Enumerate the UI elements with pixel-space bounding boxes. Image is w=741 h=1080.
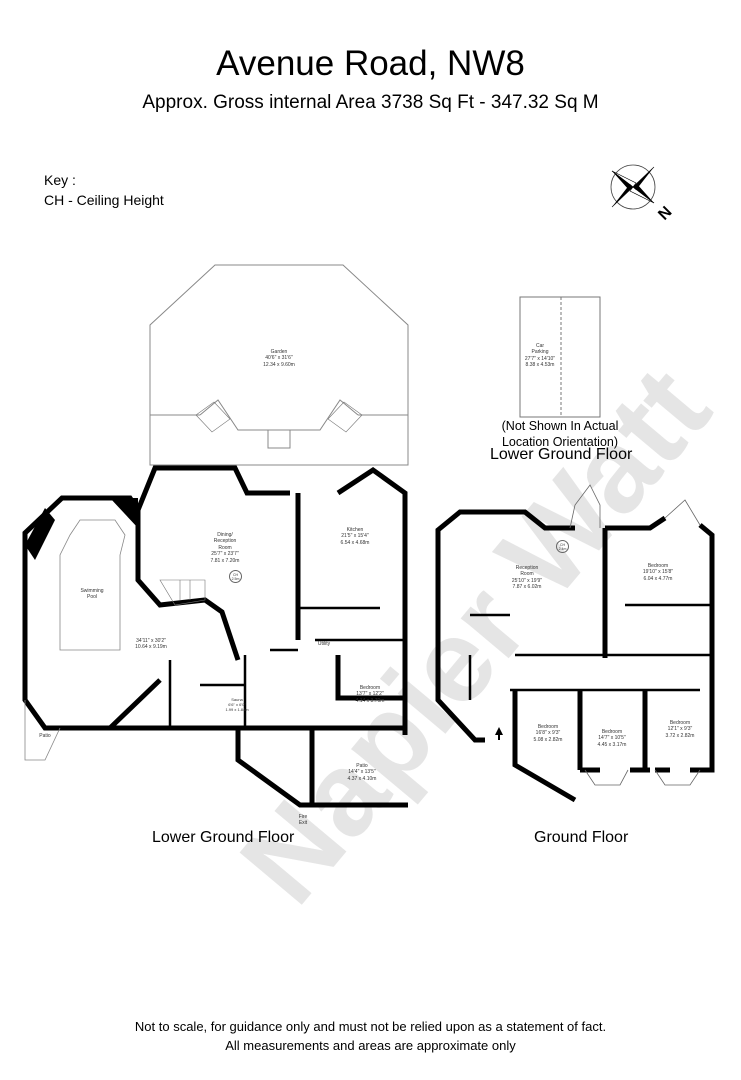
room-imperial: 14'4" x 13'5" bbox=[348, 769, 376, 776]
room-metric: 12.34 x 9.60m bbox=[263, 361, 295, 368]
room-reception: Reception Room 25'10" x 19'9" 7.87 x 6.0… bbox=[512, 565, 542, 591]
room-patio: Patio 14'4" x 13'5" 4.37 x 4.10m bbox=[348, 763, 377, 782]
room-imperial: 40'6" x 31'6" bbox=[265, 355, 293, 362]
room-imperial: 25'7" x 23'7" bbox=[211, 551, 239, 558]
ch-value: 2.4m bbox=[558, 547, 567, 551]
room-metric: 6.04 x 4.77m bbox=[643, 575, 673, 582]
room-kitchen: Kitchen 21'5" x 15'4" 6.54 x 4.68m bbox=[341, 527, 370, 546]
room-metric: 6.54 x 4.68m bbox=[340, 539, 370, 546]
room-name: Kitchen bbox=[346, 527, 364, 533]
floor-label-lower-ground: Lower Ground Floor bbox=[152, 829, 295, 846]
room-name: Utility bbox=[317, 641, 331, 647]
room-name: Room bbox=[218, 544, 232, 551]
room-patio-side: Patio bbox=[39, 733, 50, 739]
parking-orientation-note: (Not Shown In Actual Location Orientatio… bbox=[480, 418, 640, 450]
room-bedroom-2: Bedroom 16'8" x 9'3" 5.08 x 2.82m bbox=[534, 724, 563, 743]
room-imperial: 13'7" x 12'2" bbox=[356, 691, 384, 698]
ch-value: 2.5m bbox=[231, 577, 240, 581]
car-parking-outline bbox=[519, 296, 601, 418]
room-imperial: 27'7" x 14'10" bbox=[524, 355, 556, 362]
room-metric: 3.72 x 2.82m bbox=[665, 732, 695, 739]
area-subtitle: Approx. Gross internal Area 3738 Sq Ft -… bbox=[142, 92, 599, 113]
room-garden: Garden 40'6" x 31'6" 12.34 x 9.60m bbox=[263, 349, 295, 368]
room-metric: 1.99 x 1.84m bbox=[225, 707, 249, 712]
room-metric: 4.14 x 3.70m bbox=[355, 697, 385, 704]
room-sauna: Sauna 6'6" x 6'0" 1.99 x 1.84m bbox=[225, 697, 248, 712]
page-title: Avenue Road, NW8 bbox=[216, 44, 525, 83]
garden-outline bbox=[149, 264, 409, 466]
room-name: Reception bbox=[213, 538, 237, 545]
room-imperial: 25'10" x 19'9" bbox=[511, 577, 543, 584]
ch-label: CH bbox=[232, 572, 239, 577]
room-bedroom-lg: Bedroom 13'7" x 12'2" 4.14 x 3.70m bbox=[356, 685, 385, 704]
room-metric: 7.87 x 6.02m bbox=[512, 584, 542, 591]
room-bedroom-4: Bedroom 12'1" x 9'3" 3.72 x 2.82m bbox=[666, 720, 695, 739]
room-name: Dining/ bbox=[217, 532, 233, 538]
room-imperial: 14'7" x 10'5" bbox=[598, 735, 626, 742]
note-line: (Not Shown In Actual bbox=[501, 419, 619, 433]
room-metric: 5.08 x 2.82m bbox=[533, 736, 563, 743]
room-imperial: 19'10" x 15'8" bbox=[642, 569, 674, 576]
ch-label: CH bbox=[559, 542, 566, 547]
room-metric: 4.45 x 3.17m bbox=[597, 741, 627, 748]
room-name: Bedroom bbox=[537, 724, 559, 730]
room-imperial: 34'11" x 30'2" bbox=[136, 638, 166, 644]
disclaimer: Not to scale, for guidance only and must… bbox=[0, 1017, 741, 1055]
room-name: Exit bbox=[298, 820, 308, 827]
room-name: Bedroom bbox=[647, 563, 669, 569]
room-name: Patio bbox=[39, 733, 51, 739]
room-imperial: 16'8" x 9'3" bbox=[535, 730, 561, 737]
key-heading: Key : bbox=[44, 172, 76, 188]
floor-label-ground: Ground Floor bbox=[534, 829, 629, 846]
room-swimming-pool-dimensions: 34'11" x 30'2" 10.64 x 9.19m bbox=[135, 638, 167, 651]
room-name: Car bbox=[535, 343, 545, 349]
key-legend: Key : CH - Ceiling Height bbox=[44, 170, 164, 210]
disclaimer-line: All measurements and areas are approxima… bbox=[225, 1038, 516, 1053]
room-name: Bedroom bbox=[669, 720, 691, 726]
room-swimming-pool: Swimming Pool bbox=[80, 588, 103, 601]
disclaimer-line: Not to scale, for guidance only and must… bbox=[134, 1019, 607, 1034]
room-name: Room bbox=[520, 571, 534, 578]
room-name: Parking bbox=[531, 349, 549, 356]
fire-exit-label: Fire Exit bbox=[299, 814, 308, 827]
room-name: Bedroom bbox=[601, 729, 623, 735]
room-metric: 8.38 x 4.53m bbox=[525, 362, 555, 369]
room-dining-reception: Dining/ Reception Room 25'7" x 23'7" 7.8… bbox=[211, 532, 240, 564]
room-bedroom-1: Bedroom 19'10" x 15'8" 6.04 x 4.77m bbox=[643, 563, 673, 582]
room-name: Garden bbox=[270, 349, 288, 355]
key-entry-ceiling-height: CH - Ceiling Height bbox=[44, 192, 164, 208]
room-name: Fire bbox=[298, 814, 308, 820]
room-imperial: 21'5" x 15'4" bbox=[341, 533, 369, 540]
note-line: Location Orientation) bbox=[501, 435, 619, 449]
entrance-arrow-icon bbox=[495, 727, 503, 735]
room-metric: 7.81 x 7.20m bbox=[210, 557, 240, 564]
compass-rose-icon bbox=[598, 155, 678, 235]
room-name: Sauna bbox=[231, 697, 243, 702]
ceiling-height-badge: CH 2.4m bbox=[556, 540, 569, 553]
room-car-parking: Car Parking 27'7" x 14'10" 8.38 x 4.53m bbox=[525, 343, 555, 369]
floor-label-parking: Lower Ground Floor bbox=[490, 446, 633, 463]
room-name: Pool bbox=[86, 594, 97, 601]
ceiling-height-badge: CH 2.5m bbox=[229, 570, 242, 583]
room-name: Patio bbox=[356, 763, 368, 769]
room-name: Reception bbox=[515, 565, 539, 571]
room-utility: Utility bbox=[318, 641, 330, 647]
room-name: Swimming bbox=[80, 588, 104, 594]
room-metric: 10.64 x 9.19m bbox=[135, 644, 167, 651]
room-imperial: 6'6" x 6'0" bbox=[228, 702, 246, 707]
room-name: Bedroom bbox=[359, 685, 381, 691]
room-bedroom-3: Bedroom 14'7" x 10'5" 4.45 x 3.17m bbox=[598, 729, 627, 748]
room-metric: 4.37 x 4.10m bbox=[347, 775, 377, 782]
room-imperial: 12'1" x 9'3" bbox=[667, 726, 693, 733]
